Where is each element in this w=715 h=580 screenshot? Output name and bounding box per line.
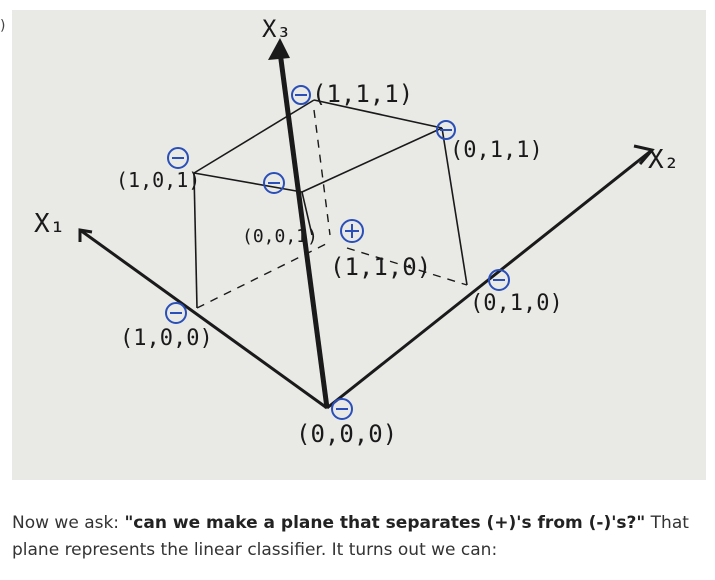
axis-x2-arrowhead xyxy=(633,144,655,165)
marker-1-0-0 xyxy=(165,302,187,324)
figure-caption: Now we ask: "can we make a plane that se… xyxy=(12,510,702,564)
axis-x3-arrowhead xyxy=(268,38,290,60)
marker-1-0-1 xyxy=(167,147,189,169)
axis-label-x3: X₃ xyxy=(262,15,291,43)
point-label-0-0-1: (0,0,1) xyxy=(242,226,318,247)
cube-hidden-edges xyxy=(196,109,468,309)
point-label-1-0-1: (1,0,1) xyxy=(116,168,200,192)
point-label-1-1-0: (1,1,0) xyxy=(330,253,431,281)
marker-0-0-0 xyxy=(331,398,353,420)
axis-x3 xyxy=(277,51,330,409)
caption-lead: Now we ask: xyxy=(12,513,125,533)
hand-drawn-cube-figure: X₃ X₂ X₁ (1,1,1) (0,1,1) (1,0,1) (0,0,1)… xyxy=(12,10,706,480)
caption-tail: That plane represents the linear classif… xyxy=(12,513,689,560)
cube-edges xyxy=(193,99,468,309)
marker-1-1-1 xyxy=(291,85,311,105)
marker-0-1-1 xyxy=(436,120,456,140)
point-label-0-1-0: (0,1,0) xyxy=(470,291,563,316)
axis-x1 xyxy=(79,228,328,410)
axis-label-x1: X₁ xyxy=(34,209,65,239)
cropped-text-fragment: ) xyxy=(0,18,6,34)
cube-diagram: X₃ X₂ X₁ (1,1,1) (0,1,1) (1,0,1) (0,0,1)… xyxy=(34,15,679,448)
marker-0-0-1 xyxy=(263,172,285,194)
marker-1-1-0 xyxy=(340,219,364,243)
point-label-1-0-0: (1,0,0) xyxy=(120,326,213,351)
point-label-0-1-1: (0,1,1) xyxy=(450,138,543,163)
point-label-1-1-1: (1,1,1) xyxy=(312,80,413,108)
marker-0-1-0 xyxy=(488,269,510,291)
axis-x1-arrowhead xyxy=(78,228,93,242)
point-label-0-0-0: (0,0,0) xyxy=(296,420,397,448)
caption-question: "can we make a plane that separates (+)'… xyxy=(124,513,646,533)
axis-label-x2: X₂ xyxy=(648,145,679,175)
